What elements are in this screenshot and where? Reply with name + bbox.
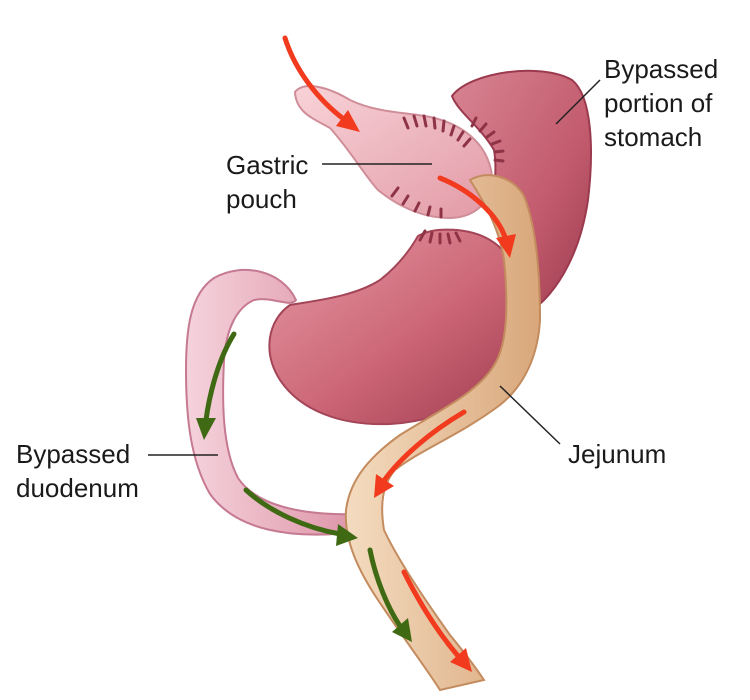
green-arrowhead-icon xyxy=(336,524,358,546)
green-arrowhead-icon xyxy=(196,418,216,440)
label-line: Jejunum xyxy=(568,439,667,469)
red-arrowhead-icon xyxy=(374,474,394,498)
red-arrow-icon xyxy=(401,569,461,659)
red-arrow-icon xyxy=(437,175,509,243)
digestive-juice-arrows xyxy=(196,331,412,642)
red-arrowhead-icon xyxy=(496,234,516,258)
label-line: pouch xyxy=(226,184,297,214)
red-arrow-icon xyxy=(282,35,348,123)
jejunum-limb xyxy=(344,174,542,692)
label-line: portion of xyxy=(604,88,713,118)
green-arrowhead-icon xyxy=(392,618,412,642)
green-arrow-icon xyxy=(243,487,343,537)
leader-line-stomach xyxy=(555,79,601,125)
label-jejunum: Jejunum xyxy=(568,437,666,471)
green-arrow-icon xyxy=(203,331,237,423)
label-line: stomach xyxy=(604,122,703,152)
green-arrow-icon xyxy=(367,547,403,629)
label-line: Gastric xyxy=(226,150,309,180)
red-arrowhead-icon xyxy=(450,648,472,672)
red-arrow-icon xyxy=(380,409,467,485)
label-line: Bypassed xyxy=(604,54,719,84)
food-flow-arrows xyxy=(282,35,516,672)
label-line: Bypassed xyxy=(16,439,131,469)
leader-line-jejunum xyxy=(499,385,561,445)
label-bypassed-duodenum: Bypassed duodenum xyxy=(16,437,139,505)
staple-lines xyxy=(390,114,505,245)
label-line: duodenum xyxy=(16,473,139,503)
label-gastric-pouch: Gastric pouch xyxy=(226,148,308,216)
red-arrowhead-icon xyxy=(336,110,360,132)
leader-lines xyxy=(148,79,601,456)
label-bypassed-stomach: Bypassed portion of stomach xyxy=(604,52,718,154)
